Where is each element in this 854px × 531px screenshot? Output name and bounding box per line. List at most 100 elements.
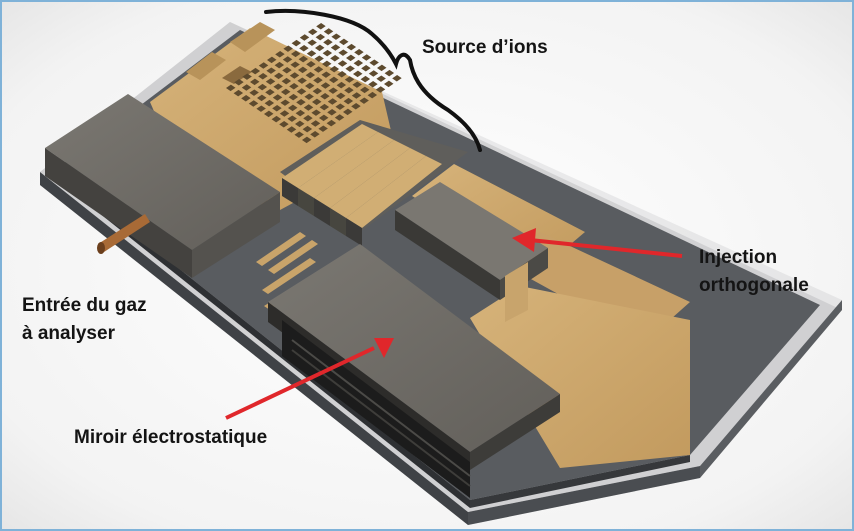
grid-hole [346,54,356,62]
grid-hole [291,39,302,47]
grid-hole [369,59,379,66]
grid-hole [282,56,293,63]
grid-hole [330,44,341,51]
grid-hole [305,82,315,90]
grid-hole [323,39,333,46]
grid-hole [264,110,274,118]
grid-hole [306,50,317,57]
grid-hole [351,92,362,99]
grid-hole [298,66,308,74]
grid-hole [328,87,338,94]
label-gas-inlet-line2: à analyser [22,323,115,344]
grid-hole [282,67,292,74]
grid-hole [319,114,329,122]
grid-hole [354,49,364,56]
injection-plate [395,182,548,322]
grid-hole [291,50,301,58]
grid-hole [322,49,333,57]
grid-hole [258,62,269,69]
grid-hole [320,93,330,100]
grid-hole [288,93,299,101]
grid-hole [336,92,346,100]
grid-hole [329,76,339,84]
label-mirror: Miroir électrostatique [74,427,268,448]
grid-hole [318,125,328,132]
grid-hole [280,99,290,106]
grid-hole [352,81,362,88]
electrostatic-mirror [268,244,560,498]
grid-hole [295,120,305,128]
grid-hole [297,77,307,84]
grid-hole [338,49,348,56]
grid-hole [312,98,322,106]
grid-hole [310,120,321,127]
grid-hole [331,33,341,40]
grid-hole [306,61,316,68]
grid-hole [279,110,290,117]
grid-hole [353,59,364,67]
arrow-injection [512,228,683,258]
grid-hole [329,65,340,73]
grid-hole [304,93,314,100]
grid-hole [308,28,318,36]
grid-hole [360,75,371,83]
grid-hole [323,28,334,35]
source-bracket [264,8,482,152]
grid-hole [313,66,324,73]
grid-hole [286,126,297,133]
grid-hole [274,61,285,69]
label-injection-line2: orthogonale [699,275,809,296]
grid-hole [303,104,314,111]
grid-hole [327,109,337,116]
grid-hole [234,79,244,86]
grid-hole [241,95,251,102]
grid-hole [295,109,306,117]
grid-hole [307,39,317,46]
grid-hole [344,87,354,94]
grid-hole [302,136,312,144]
grid-hole [310,131,320,138]
grid-hole [233,89,244,97]
arrow-mirror [225,338,394,420]
grid-hole [257,83,268,91]
grid-hole [315,33,326,41]
grid-hole [375,86,386,93]
grid-hole [241,84,252,91]
grid-hole [360,86,370,94]
grid-hole [303,115,313,122]
grid-hole [327,98,338,105]
arrows [225,228,683,420]
grid-hole [266,67,276,74]
grid-hole [289,72,300,79]
grid-hole [315,44,325,52]
grid-hole [337,60,348,67]
grid-hole [353,70,363,78]
grid-hole [326,119,337,127]
grid-hole [335,103,345,110]
grid-hole [281,77,292,85]
grid-hole [272,105,282,112]
grid-hole [257,94,267,102]
grid-hole [376,75,386,82]
grid-hole [337,71,347,78]
grid-hole [343,108,353,116]
grid-hole [249,89,259,96]
grid-hole [250,67,261,75]
label-ion-source: Source d’ions [422,37,548,58]
grid-hole [316,23,326,30]
grid-hole [275,51,285,58]
left-block [45,94,280,278]
grid-hole [288,104,298,112]
grid-hole [250,78,260,86]
label-gas-inlet-line1: Entrée du gaz [22,295,147,316]
grid-hole [343,97,354,105]
grid-hole [368,70,379,77]
grid-hole [334,114,345,121]
grid-hole [294,131,304,138]
grid-hole [312,87,323,95]
grid-hole [336,81,347,89]
grid-hole [384,69,395,77]
grid-hole [279,121,289,128]
